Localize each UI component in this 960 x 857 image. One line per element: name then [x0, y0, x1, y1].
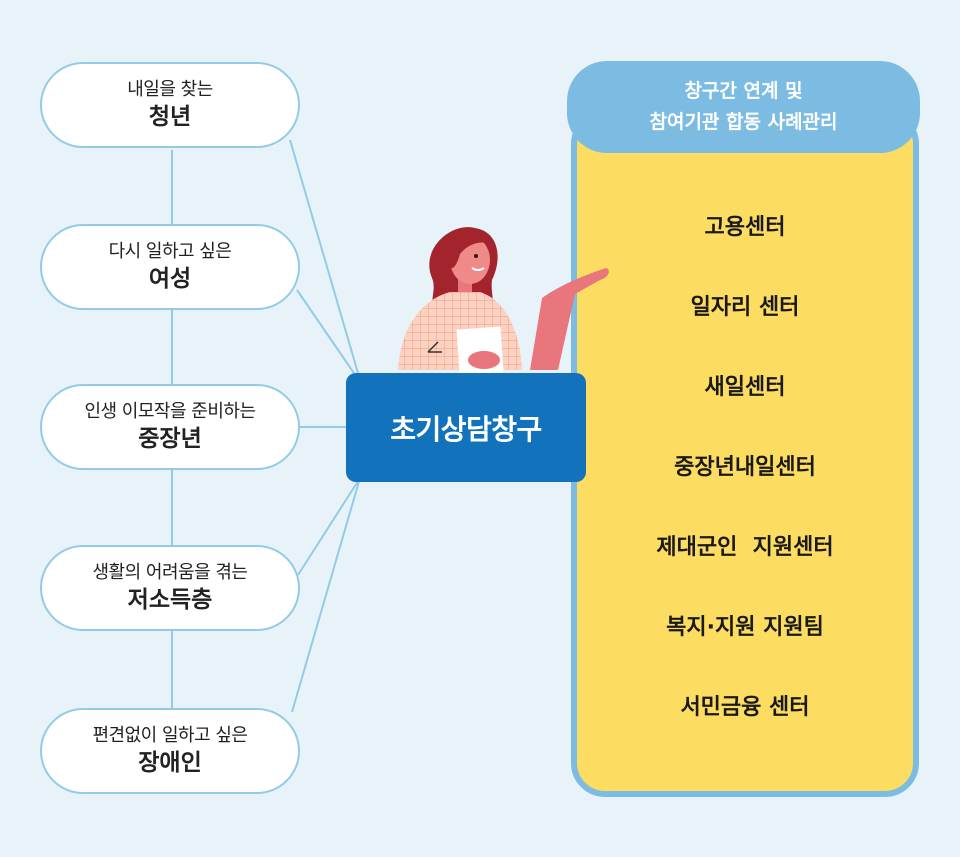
target-group-title: 여성 [149, 264, 191, 294]
center-item: 고용센터 [571, 213, 919, 243]
target-group-title: 중장년 [138, 424, 201, 454]
center-item: 서민금융 센터 [571, 693, 919, 723]
center-item: 일자리 센터 [571, 293, 919, 323]
center-item: 복지·지원 지원팀 [571, 613, 919, 643]
panel-header: 창구간 연계 및 참여기관 합동 사례관리 [567, 61, 920, 153]
panel-header-line1: 창구간 연계 및 [684, 76, 802, 107]
target-group-women: 다시 일하고 싶은 여성 [40, 224, 300, 310]
connector-youth [290, 140, 360, 380]
panel-header-line2: 참여기관 합동 사례관리 [649, 107, 837, 138]
target-group-youth: 내일을 찾는 청년 [40, 62, 300, 148]
target-group-title: 저소득층 [128, 585, 213, 615]
target-group-subtitle: 생활의 어려움을 겪는 [93, 561, 248, 585]
initial-consultation-hub: 초기상담창구 [346, 373, 586, 482]
center-item: 제대군인 지원센터 [571, 533, 919, 563]
counselor-illustration [380, 220, 620, 380]
connector-disabled [292, 478, 360, 712]
connector-low-income [298, 478, 360, 575]
target-group-subtitle: 내일을 찾는 [127, 78, 213, 102]
connector-women [297, 290, 360, 382]
target-group-title: 장애인 [138, 748, 201, 778]
target-group-disabled: 편견없이 일하고 싶은 장애인 [40, 708, 300, 794]
center-item: 새일센터 [571, 373, 919, 403]
center-item: 중장년내일센터 [571, 453, 919, 483]
target-group-subtitle: 인생 이모작을 준비하는 [84, 400, 255, 424]
target-group-subtitle: 편견없이 일하고 싶은 [93, 724, 248, 748]
hub-label: 초기상담창구 [390, 408, 542, 448]
target-group-subtitle: 다시 일하고 싶은 [109, 240, 232, 264]
target-group-title: 청년 [149, 102, 191, 132]
target-group-middle-aged: 인생 이모작을 준비하는 중장년 [40, 384, 300, 470]
target-group-low-income: 생활의 어려움을 겪는 저소득층 [40, 545, 300, 631]
